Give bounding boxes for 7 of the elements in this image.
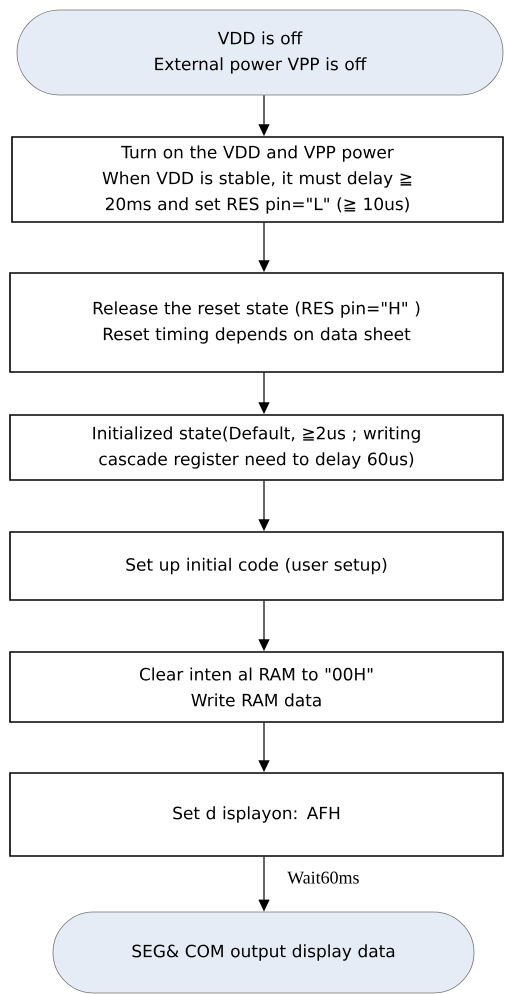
process-box: Turn on the VDD and VPP power When VDD is stable, it must delay ≧ 20ms and set RES pin="L" (≧ 10us)	[11, 136, 504, 223]
process-box: Initialized state(Default, ≧2us ; writing cascade register need to delay 60us)	[9, 414, 504, 481]
process-box: Clear inten al RAM to "00H" Write RAM data	[9, 651, 504, 723]
process-box: Release the reset state (RES pin="H" ) Reset timing depends on data sheet	[9, 272, 504, 373]
edge-label: Wait60ms	[287, 872, 359, 884]
process-box: Set up initial code (user setup)	[9, 531, 504, 601]
process-box: Set d isplayon: AFH	[9, 772, 504, 857]
